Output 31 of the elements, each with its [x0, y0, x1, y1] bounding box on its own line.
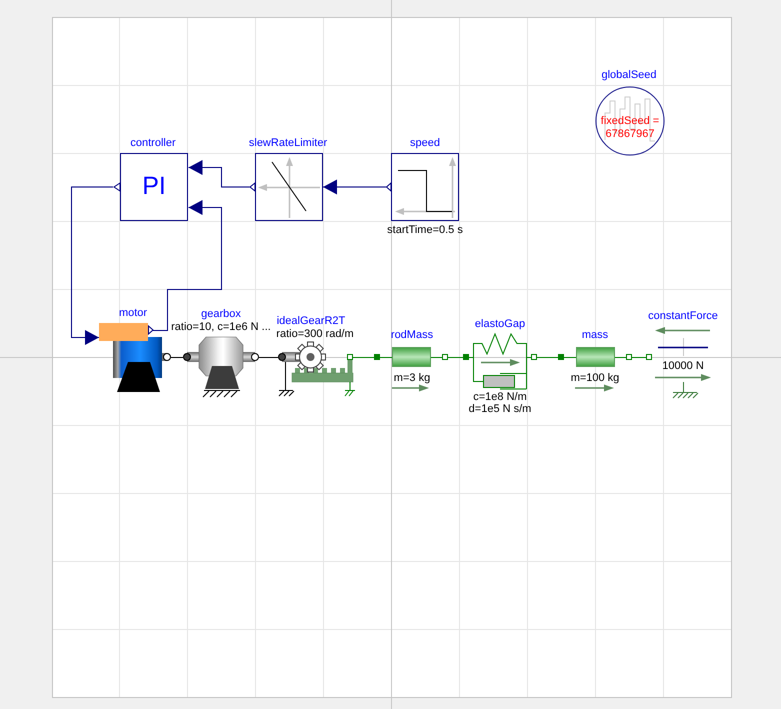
- connection-line: [632, 357, 646, 358]
- component-name: speed: [410, 136, 440, 150]
- connection-line: [352, 357, 374, 358]
- parameter-label: ratio=300 rad/m: [276, 328, 354, 340]
- component-name: mass: [582, 328, 608, 342]
- component-name: idealGearR2T: [276, 314, 346, 328]
- component-name: gearbox: [201, 308, 241, 320]
- component-name: motor: [118, 306, 148, 320]
- component-name: controller: [130, 136, 176, 150]
- connection-line: [258, 357, 278, 358]
- connection-line: [170, 357, 184, 358]
- block-symbol: PI: [142, 172, 166, 200]
- connection-line: [536, 357, 558, 358]
- component-name: constantForce: [648, 310, 718, 322]
- parameter-label: startTime=0.5 s: [387, 224, 463, 236]
- component-name: elastoGap: [474, 318, 526, 330]
- signal-arrow: [322, 180, 386, 194]
- parameter-label: d=1e5 N s/m: [468, 402, 532, 416]
- signal-arrow: [71, 186, 114, 345]
- signal-arrow: [188, 160, 250, 188]
- component-name: slewRateLimiter: [248, 136, 328, 150]
- component-name: rodMass: [390, 328, 434, 342]
- parameter-label: m=3 kg: [394, 372, 430, 384]
- component-name: globalSeed: [601, 68, 657, 82]
- parameter-label: c=1e8 N/m: [473, 390, 527, 404]
- parameter-label: ratio=10, c=1e6 N ...: [171, 320, 271, 334]
- signal-arrow: [152, 200, 222, 331]
- parameter-label: m=100 kg: [570, 372, 620, 384]
- connection-line: [448, 357, 464, 358]
- force-value: 10000 N: [662, 360, 704, 372]
- seed-value: fixedSeed = 67867967: [600, 114, 660, 140]
